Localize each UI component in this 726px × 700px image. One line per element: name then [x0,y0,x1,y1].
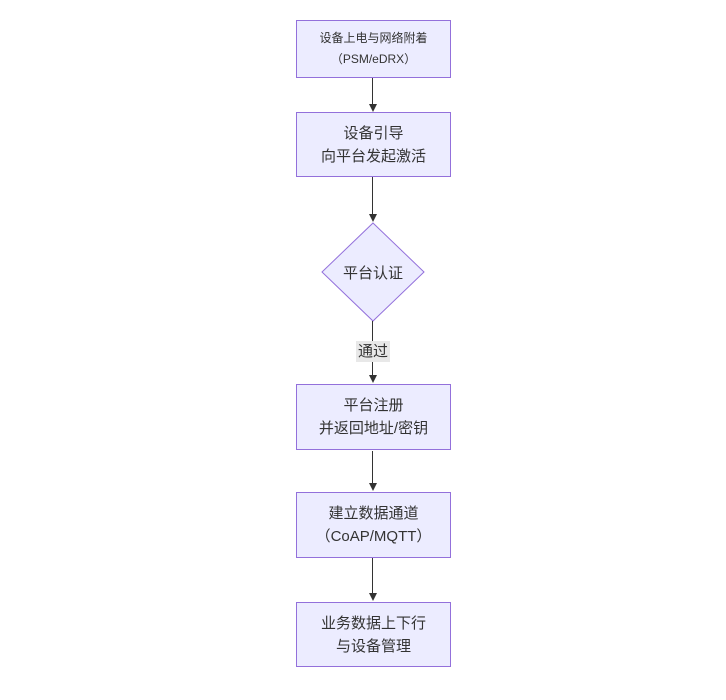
edge-arrow-5 [368,558,377,601]
edge-line [372,177,373,214]
node-label-line: 并返回地址/密钥 [318,420,429,437]
flow-node-platform-auth: 平台认证 [321,222,425,322]
node-label-line: 设备引导 [343,124,404,142]
edge-arrow-4 [368,451,377,491]
node-label-line: 业务数据上下行 [320,614,426,632]
flow-node-data-channel: 建立数据通道 （CoAP/MQTT） [296,492,451,558]
arrowhead-icon [368,483,377,491]
node-label-line: 平台注册 [343,397,404,414]
node-label-line: （CoAP/MQTT） [315,528,432,545]
edge-arrow-2 [368,177,377,222]
node-label-line: 平台认证 [342,264,403,282]
arrowhead-icon [368,375,377,383]
flow-node-register: 平台注册 并返回地址/密钥 [296,384,451,450]
flow-node-business: 业务数据上下行 与设备管理 [296,602,451,667]
node-label-line: （PSM/eDRX） [330,52,417,66]
edge-label-pass: 通过 [355,341,391,362]
arrowhead-icon [368,104,377,112]
flow-node-power-attach: 设备上电与网络附着 （PSM/eDRX） [296,20,451,78]
edge-line [372,451,373,483]
node-label-line: 与设备管理 [335,637,411,655]
diamond-shape [321,222,425,322]
node-label-line: 设备上电与网络附着 [319,31,428,45]
edge-arrow-1 [368,78,377,112]
flow-node-bootstrap: 设备引导 向平台发起激活 [296,112,451,177]
node-label-line: 向平台发起激活 [320,147,426,165]
node-label-line: 建立数据通道 [328,505,419,522]
arrowhead-icon [368,593,377,601]
arrowhead-icon [368,214,377,222]
edge-line [372,558,373,593]
edge-line [372,78,373,104]
